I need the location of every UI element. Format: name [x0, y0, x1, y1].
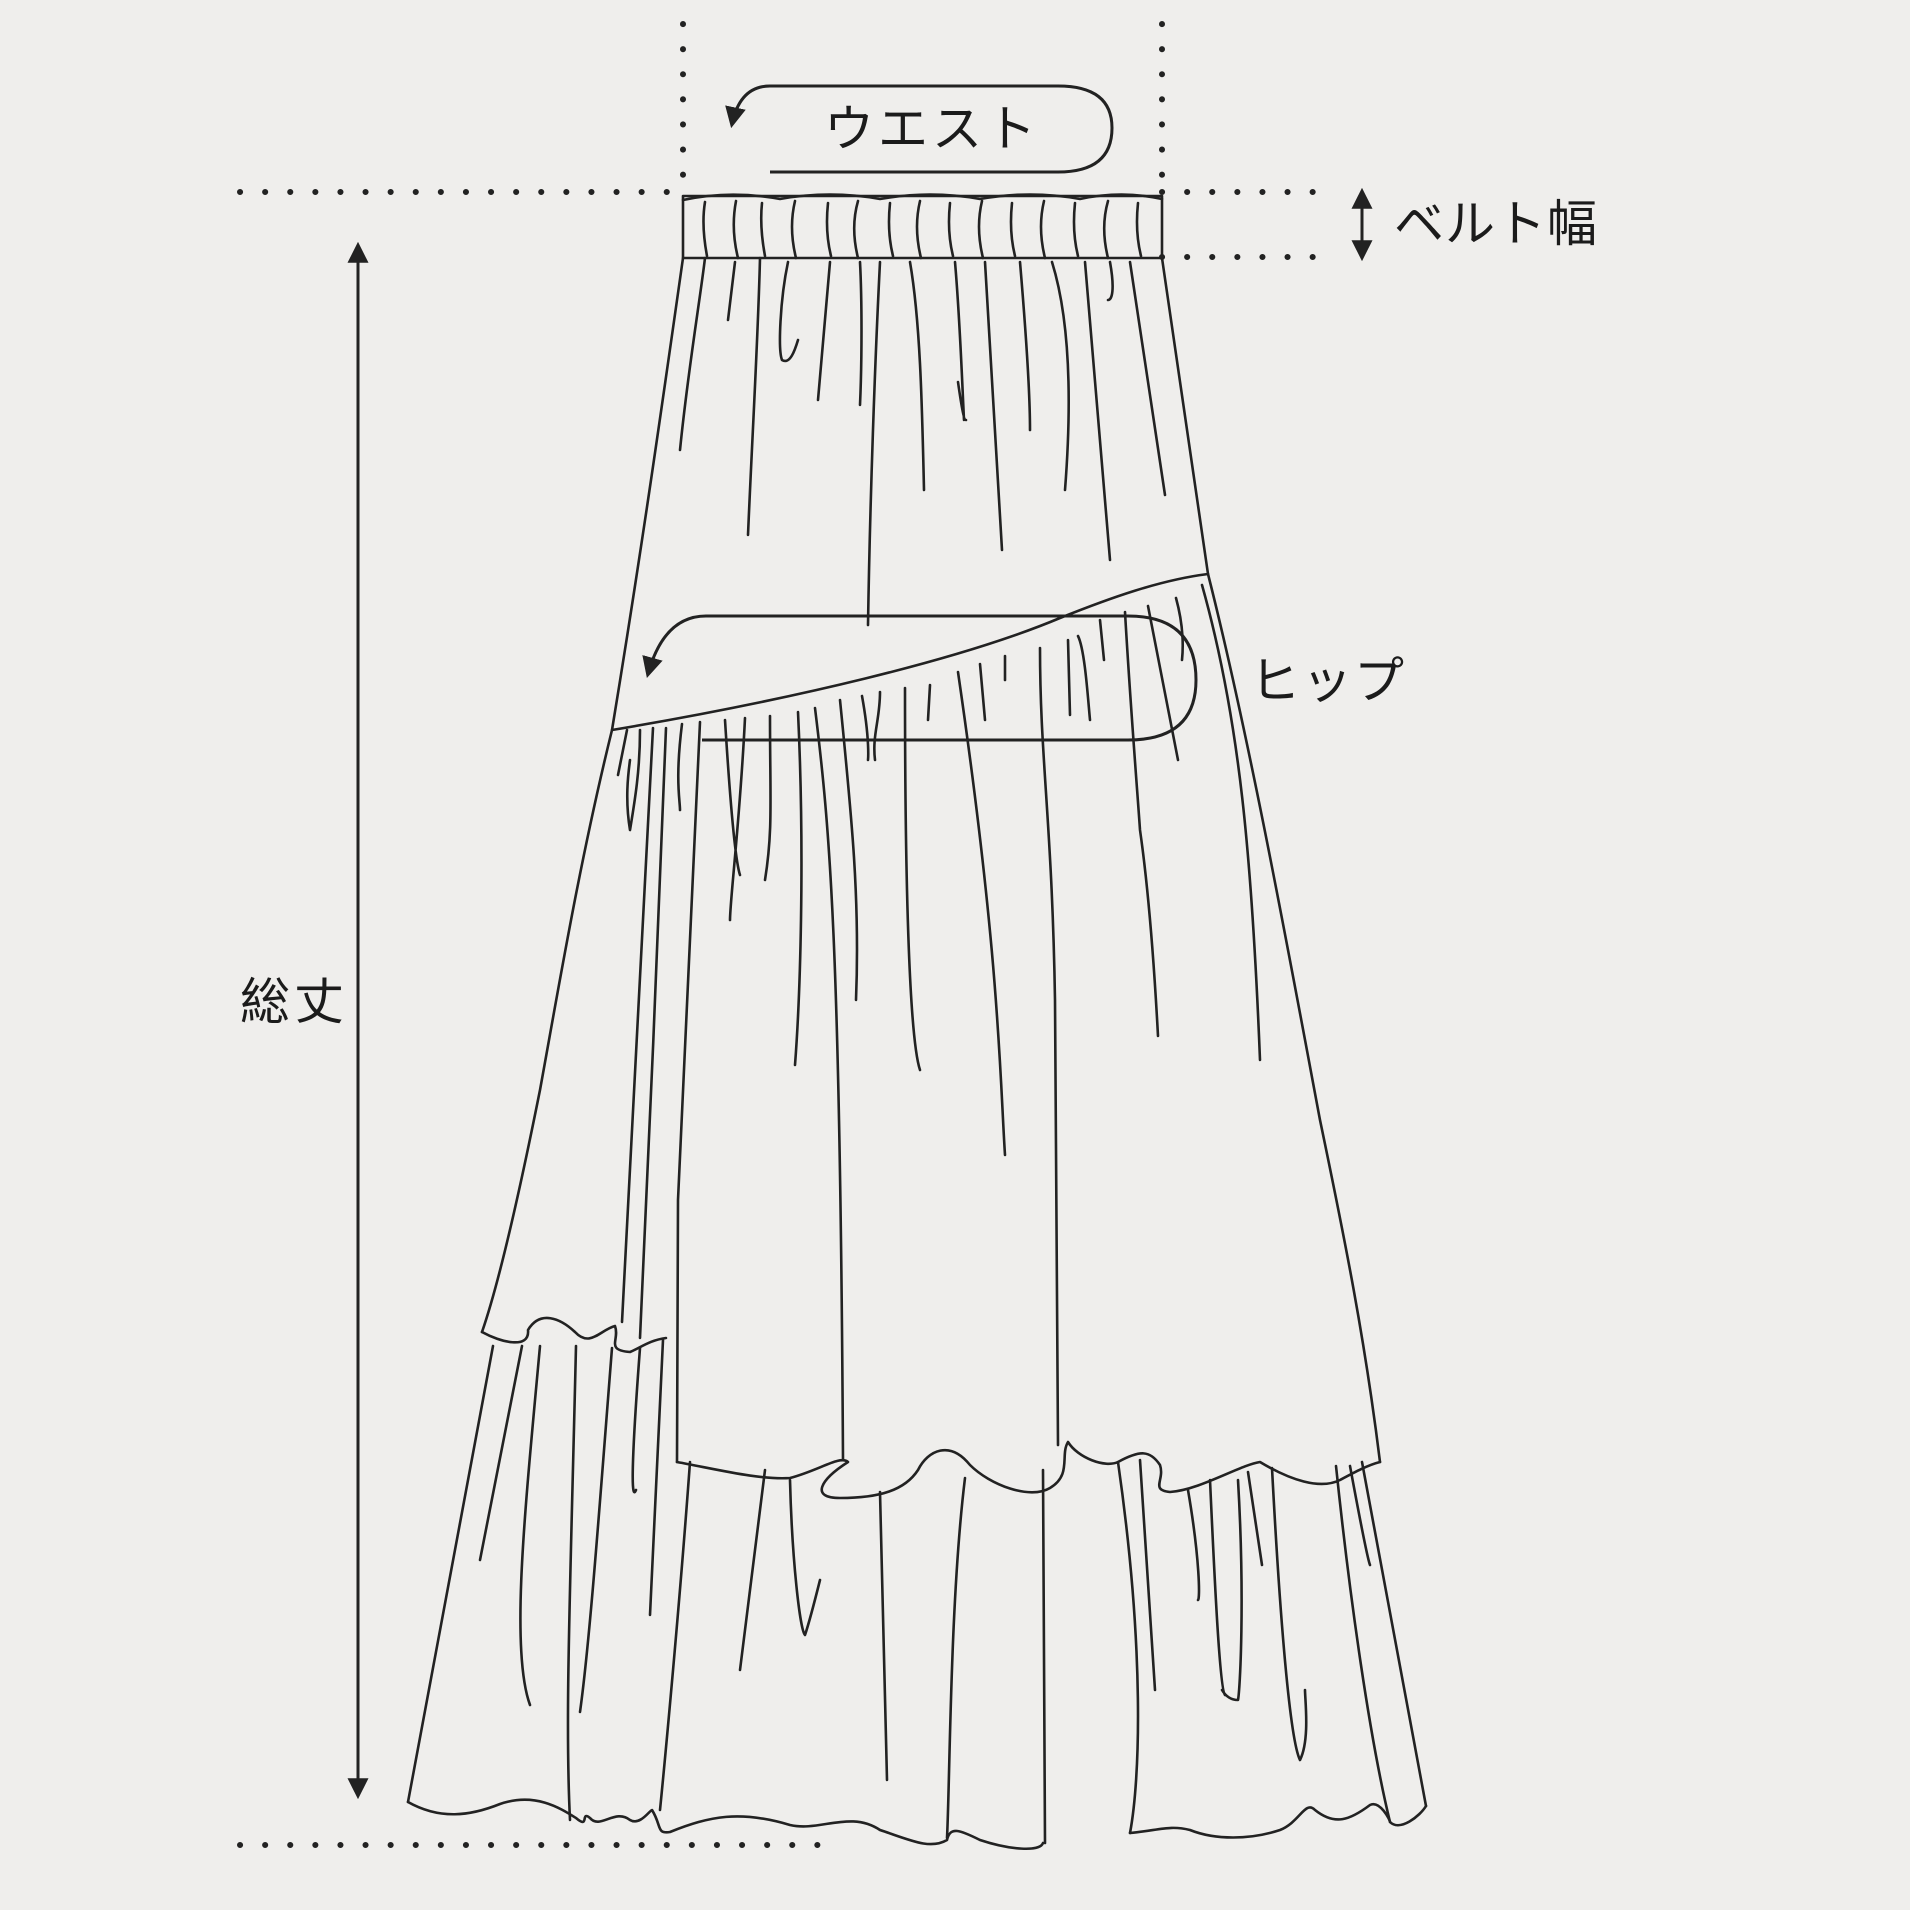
total-length-label: 総丈 [240, 973, 348, 1031]
measurement-guides [237, 21, 1338, 1848]
lower-tier [406, 1344, 1428, 1808]
hip-tape-arrow [642, 614, 1198, 742]
upper-tier [610, 256, 1210, 732]
middle-tier [480, 572, 1382, 1464]
waist-tape-arrow [725, 84, 1114, 174]
waistband [681, 194, 1164, 260]
skirt-outline [406, 193, 1428, 1851]
belt-width-label: ベルト幅 [1394, 195, 1598, 253]
waist-label: ウエスト [824, 100, 1040, 158]
hip-label: ヒップ [1250, 652, 1406, 710]
